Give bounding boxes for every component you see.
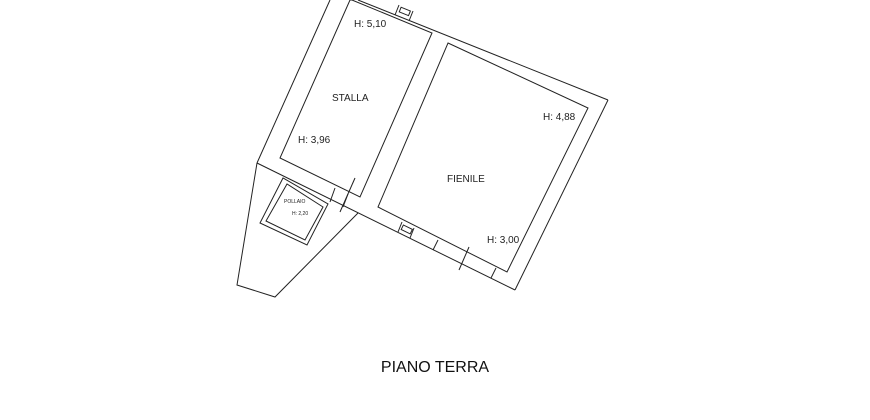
annex-wall — [236, 162, 359, 298]
fienile-label: FIENILE — [447, 174, 485, 185]
pollaio-label: POLLAIO — [284, 199, 306, 205]
plan-title: PIANO TERRA — [380, 359, 490, 376]
outer-walls — [256, 0, 609, 291]
pollaio-height: H: 2,20 — [292, 211, 308, 217]
fienile-height-bottom: H: 3,00 — [487, 235, 520, 246]
fienile-height-top: H: 4,88 — [543, 112, 576, 123]
stalla-height-bottom: H: 3,96 — [298, 135, 331, 146]
pollaio-room — [259, 177, 329, 246]
stalla-room — [279, 0, 433, 198]
openings — [329, 4, 497, 279]
stalla-label: STALLA — [332, 93, 369, 104]
stalla-height-top: H: 5,10 — [354, 19, 387, 30]
fienile-room — [377, 42, 589, 273]
